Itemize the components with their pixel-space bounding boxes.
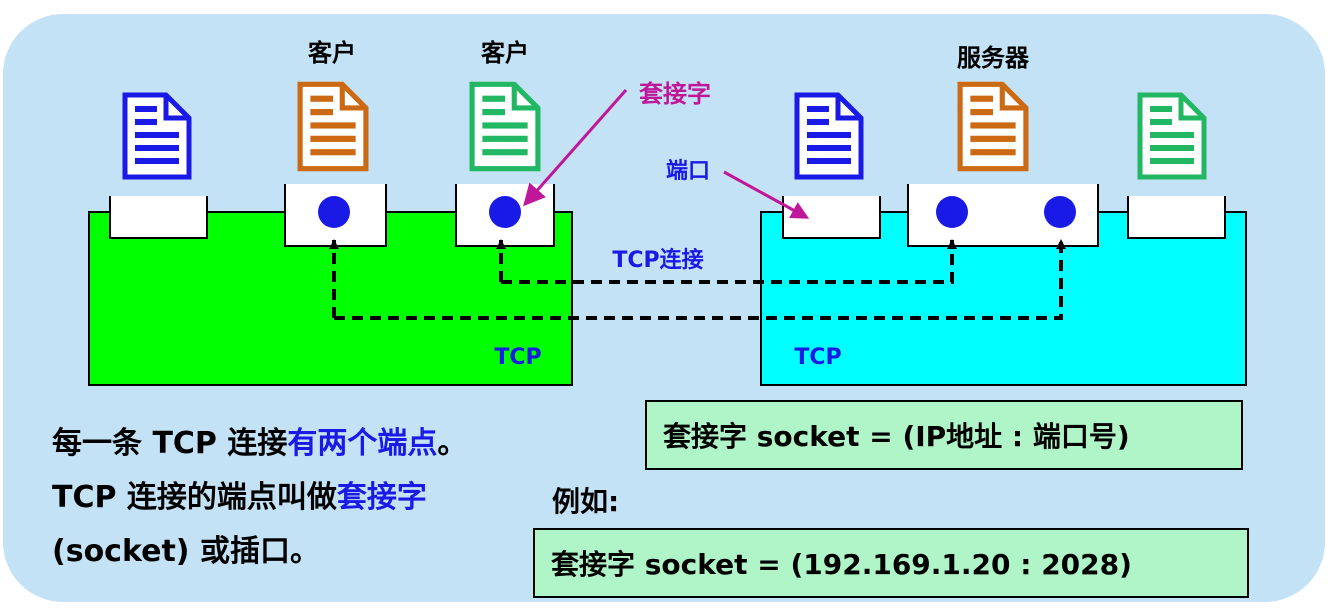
document-icon	[472, 84, 538, 168]
port-label: 端口	[666, 159, 710, 184]
server-label: 服务器	[957, 44, 1030, 72]
socket-arrow	[523, 89, 628, 207]
document-icon	[1140, 95, 1204, 177]
socket-dot	[936, 196, 968, 228]
socket-label: 套接字	[639, 80, 711, 108]
socket-dot	[318, 196, 350, 228]
tcp-connection-inner	[501, 239, 957, 284]
note-line-2-text: TCP 连接的端点叫做	[52, 480, 337, 515]
socket-example-box: 套接字 socket = (192.169.1.20 : 2028)	[533, 528, 1249, 598]
socket-definition-box: 套接字 socket = (IP地址 : 端口号)	[645, 400, 1243, 470]
note-line-1: 每一条 TCP 连接有两个端点。	[52, 422, 467, 466]
example-label: 例如:	[552, 485, 620, 518]
tcp-label-left: TCP	[494, 345, 541, 370]
note-line-1-end: 。	[437, 426, 468, 461]
socket-dot	[489, 196, 521, 228]
document-icon	[300, 84, 366, 168]
socket-dot	[1044, 196, 1076, 228]
note-line-2: TCP 连接的端点叫做套接字	[52, 476, 427, 520]
port-arrow	[723, 170, 810, 219]
note-line-1-text: 每一条 TCP 连接	[52, 426, 288, 461]
note-line-2-highlight: 套接字	[336, 480, 427, 515]
right-port-1	[782, 196, 881, 239]
client-label-1: 客户	[308, 39, 356, 67]
note-line-1-highlight: 有两个端点	[287, 426, 438, 461]
tcp-connection-outer	[334, 239, 1066, 320]
left-port-1	[109, 196, 208, 239]
document-icon	[960, 84, 1026, 168]
document-icon	[797, 95, 861, 177]
client-label-2: 客户	[481, 39, 529, 67]
right-port-3	[1127, 196, 1226, 239]
tcp-connection-label: TCP连接	[612, 247, 703, 273]
tcp-label-right: TCP	[794, 345, 841, 370]
note-line-3: (socket) 或插口。	[52, 534, 320, 569]
socket-example: 套接字 socket = (192.169.1.20 : 2028)	[551, 548, 1132, 581]
document-icon	[125, 95, 189, 177]
socket-definition: 套接字 socket = (IP地址 : 端口号)	[663, 420, 1130, 453]
